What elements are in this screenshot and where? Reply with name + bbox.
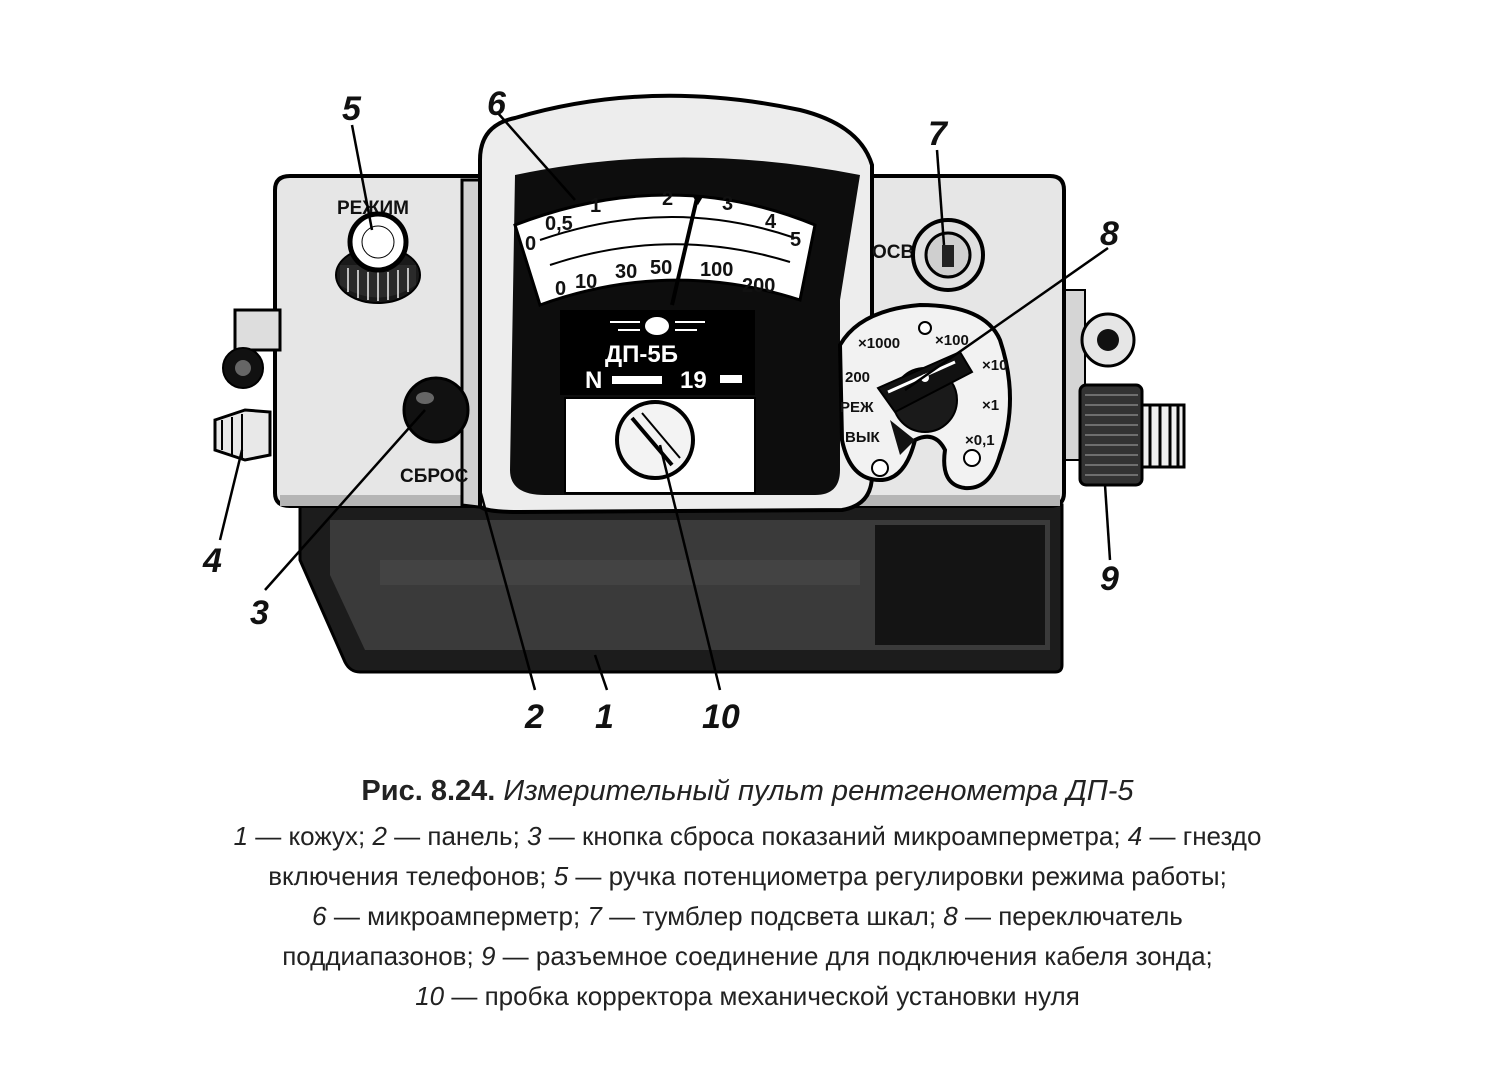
callout-number: 2 <box>524 698 544 736</box>
mode-label: РЕЖИМ <box>337 198 409 219</box>
switch-position: ×100 <box>935 332 969 349</box>
legend-number: 7 <box>587 901 602 931</box>
callout-number: 1 <box>595 698 614 736</box>
upper-scale-label: 2 <box>662 188 673 210</box>
callout-number: 4 <box>202 542 222 580</box>
reset-button[interactable] <box>402 376 470 444</box>
lower-scale-label: 50 <box>650 257 672 279</box>
figure-title: Измерительный пульт рентгенометра ДП-5 <box>503 775 1134 807</box>
zero-corrector-screw[interactable] <box>615 400 695 480</box>
nameplate-model: ДП-5Б <box>605 341 678 368</box>
callout-number: 6 <box>487 85 507 123</box>
legend-text: — кнопка сброса показаний микроамперметр… <box>541 821 1128 851</box>
legend-text: — разъемное соединение для подключения к… <box>495 941 1213 971</box>
light-label: ОСВ <box>872 242 914 263</box>
nameplate-serial: 19 <box>680 367 707 394</box>
legend-text: — гнездо <box>1142 821 1262 851</box>
lower-scale-label: 0 <box>555 278 566 300</box>
legend-text: — пробка корректора механической установ… <box>444 981 1080 1011</box>
legend-number: 6 <box>312 901 327 931</box>
upper-scale-label: 0 <box>525 233 536 255</box>
legend-line: 10 — пробка корректора механической уста… <box>0 976 1495 1016</box>
legend-line: включения телефонов; 5 — ручка потенциом… <box>0 856 1495 896</box>
legend-text: включения телефонов; <box>268 861 554 891</box>
figure-caption: Рис. 8.24. Измерительный пульт рентгеном… <box>0 775 1495 1016</box>
legend-number: 9 <box>480 941 496 971</box>
legend-line: 6 — микроамперметр; 7 — тумблер подсвета… <box>0 896 1495 936</box>
leader-lines <box>218 111 1112 691</box>
nameplate-serial-prefix: N <box>585 367 602 394</box>
switch-position: ×0,1 <box>965 432 995 449</box>
range-switch[interactable]: ×1000 ×100 ×10 ×1 ×0,1 200 РЕЖ ВЫК <box>837 302 1012 491</box>
reset-label: СБРОС <box>400 466 469 487</box>
figure-number: Рис. 8.24. <box>361 775 496 807</box>
lower-scale-label: 10 <box>575 271 597 293</box>
legend-number: 2 <box>372 821 387 851</box>
lower-scale-label: 200 <box>742 275 775 297</box>
legend-text: — кожух; <box>248 821 373 851</box>
callout-number: 7 <box>928 115 949 153</box>
phone-jack[interactable] <box>213 308 282 462</box>
device-illustration: 0 0,5 1 2 3 4 5 0 10 30 50 100 200 ДП-5Б… <box>202 85 1186 736</box>
cable-connector[interactable] <box>1064 289 1186 487</box>
legend-text: — микроамперметр; <box>326 901 588 931</box>
switch-position: ВЫК <box>845 429 881 446</box>
switch-position: ×1 <box>982 397 999 414</box>
callout-number: 8 <box>1100 215 1119 253</box>
legend-text: — переключатель <box>957 901 1183 931</box>
housing <box>298 503 1064 674</box>
upper-scale-label: 3 <box>722 193 733 215</box>
callout-number: 3 <box>250 594 269 632</box>
switch-position: 200 <box>845 369 870 386</box>
legend-text: — тумблер подсвета шкал; <box>601 901 944 931</box>
legend-text: — панель; <box>386 821 528 851</box>
legend-line: поддиапазонов; 9 — разъемное соединение … <box>0 936 1495 976</box>
legend-text: поддиапазонов; <box>282 941 481 971</box>
lower-scale-label: 100 <box>700 259 733 281</box>
legend-text: — ручка потенциометра регулировки режима… <box>568 861 1227 891</box>
switch-position: РЕЖ <box>840 399 874 416</box>
meter-pointer <box>670 197 699 306</box>
mode-knob[interactable]: РЕЖИМ <box>335 198 421 304</box>
legend-number: 10 <box>415 981 445 1011</box>
callout-number: 9 <box>1100 560 1119 598</box>
callout-number: 5 <box>342 90 362 128</box>
logo-icon <box>645 317 669 335</box>
legend-number: 8 <box>943 901 958 931</box>
upper-scale-label: 1 <box>590 195 601 217</box>
legend-line: 1 — кожух; 2 — панель; 3 — кнопка сброса… <box>0 816 1495 856</box>
upper-scale-label: 0,5 <box>545 213 573 235</box>
legend-number: 3 <box>527 821 542 851</box>
callout-number: 10 <box>702 698 740 736</box>
upper-scale-label: 4 <box>765 211 777 233</box>
light-toggle[interactable]: ОСВ <box>872 218 985 292</box>
legend-number: 5 <box>553 861 569 891</box>
microammeter: 0 0,5 1 2 3 4 5 0 10 30 50 100 200 ДП-5Б… <box>460 93 874 515</box>
caption-title: Рис. 8.24. Измерительный пульт рентгеном… <box>0 775 1495 808</box>
upper-scale-label: 5 <box>790 229 801 251</box>
legend-number: 4 <box>1127 821 1143 851</box>
switch-position: ×1000 <box>858 335 900 352</box>
switch-position: ×10 <box>982 357 1007 374</box>
lower-scale-label: 30 <box>615 261 637 283</box>
legend-number: 1 <box>233 821 249 851</box>
